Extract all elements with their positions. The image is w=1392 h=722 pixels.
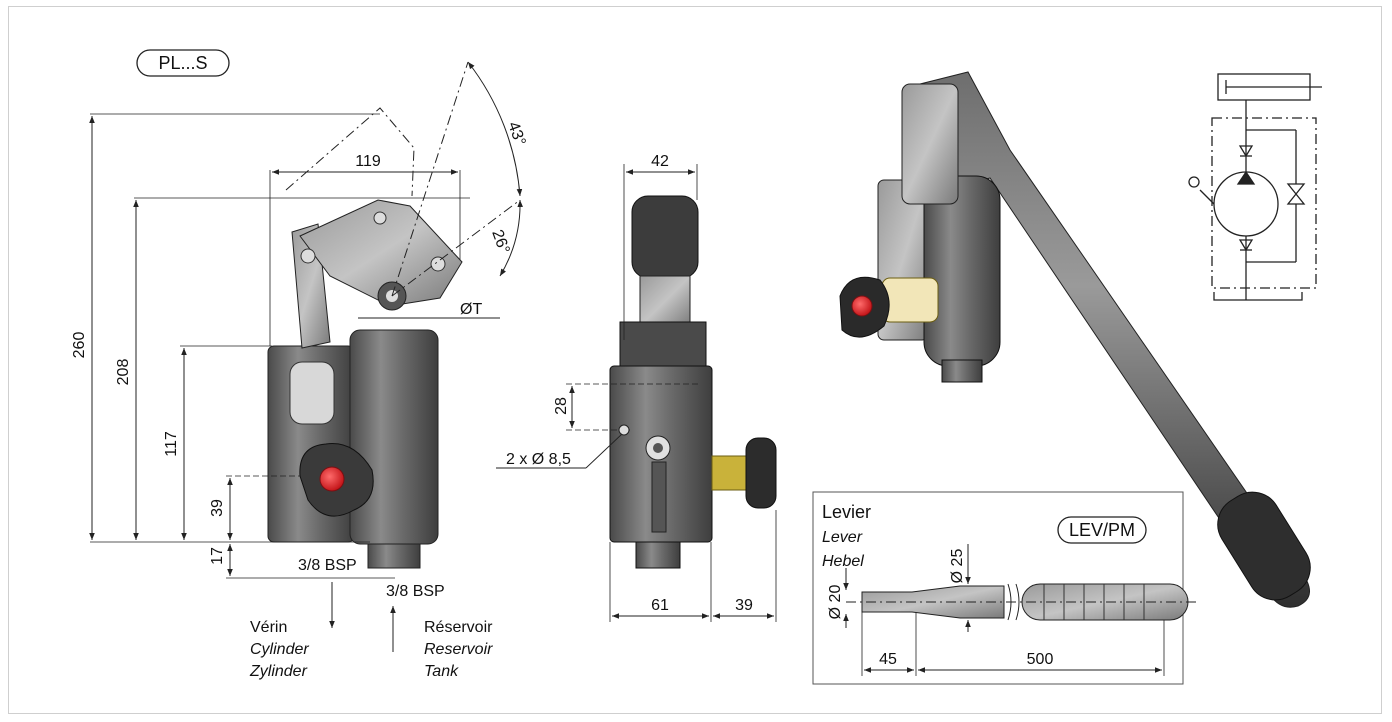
dim-61-label: 61 bbox=[651, 597, 669, 614]
angle-43-label: 43° bbox=[504, 120, 528, 149]
iso-grip bbox=[1217, 491, 1311, 601]
pump-enclosure bbox=[1211, 117, 1317, 289]
dim-260-label: 260 bbox=[71, 332, 88, 359]
iso-knob-cap-red bbox=[851, 295, 873, 317]
side-view: 42 28 2 x Ø 8,5 61 39 bbox=[496, 153, 777, 622]
dim-42-label: 42 bbox=[651, 153, 669, 170]
dim-45-label: 45 bbox=[879, 651, 897, 668]
angle-arc-26 bbox=[499, 199, 523, 277]
angle-arc-43 bbox=[467, 61, 523, 197]
dim-diameter-25-label: Ø 25 bbox=[949, 549, 966, 584]
dim-diameter-20-label: Ø 20 bbox=[827, 585, 844, 620]
port-cylinder-label: 3/8 BSP bbox=[298, 557, 357, 574]
tank-label-de: Tank bbox=[424, 663, 459, 680]
lever-head bbox=[299, 199, 463, 307]
release-valve-symbol bbox=[1286, 183, 1306, 205]
pump-cylinder-barrel bbox=[349, 329, 439, 545]
tank-label-fr: Réservoir bbox=[424, 619, 493, 636]
iso-port bbox=[881, 277, 939, 323]
model-code-label: PL...S bbox=[158, 53, 207, 73]
isometric-render bbox=[839, 71, 1311, 608]
body-window bbox=[289, 361, 335, 425]
sheet-border bbox=[8, 6, 1382, 714]
dim-119-label: 119 bbox=[355, 153, 381, 170]
dim-39-side-label: 39 bbox=[735, 597, 753, 614]
lever-title-en: Lever bbox=[822, 529, 863, 546]
dim-500-label: 500 bbox=[1027, 651, 1054, 668]
side-lever-head bbox=[631, 195, 699, 279]
tank-port-fitting bbox=[367, 543, 421, 569]
side-port-brass bbox=[711, 455, 749, 491]
iso-lever-head bbox=[901, 83, 959, 205]
side-piston bbox=[639, 275, 691, 327]
lever-code-pill bbox=[1057, 516, 1147, 544]
front-view: PL...S 43° 26° bbox=[71, 49, 528, 680]
dim-17-label: 17 bbox=[209, 547, 226, 565]
port-tank-label: 3/8 BSP bbox=[386, 583, 445, 600]
hydraulic-schematic bbox=[1188, 73, 1322, 301]
tank-label-en: Reservoir bbox=[424, 641, 493, 658]
lever-detail: Levier Lever Hebel LEV/PM Ø 25 Ø 20 bbox=[812, 491, 1196, 685]
dim-28-label: 28 bbox=[553, 397, 570, 415]
model-code-pill bbox=[136, 49, 230, 77]
angle-26-label: 26° bbox=[488, 228, 512, 257]
lever-title-fr: Levier bbox=[822, 502, 871, 522]
dim-holes-label: 2 x Ø 8,5 bbox=[506, 451, 571, 468]
lever-title-de: Hebel bbox=[822, 553, 864, 570]
cylinder-label-de: Zylinder bbox=[249, 663, 308, 680]
dim-39-label: 39 bbox=[209, 499, 226, 517]
lever-phantom-outline bbox=[285, 107, 415, 197]
cylinder-label-en: Cylinder bbox=[250, 641, 309, 658]
dim-diameter-t-label: ØT bbox=[460, 301, 482, 318]
side-knob bbox=[745, 437, 777, 509]
dim-208-label: 208 bbox=[115, 359, 132, 386]
dim-117-label: 117 bbox=[163, 431, 180, 457]
tank-symbol bbox=[1213, 292, 1303, 301]
cylinder-label-fr: Vérin bbox=[250, 619, 287, 636]
lever-code-label: LEV/PM bbox=[1069, 520, 1135, 540]
release-knob-cap-red bbox=[319, 466, 345, 492]
